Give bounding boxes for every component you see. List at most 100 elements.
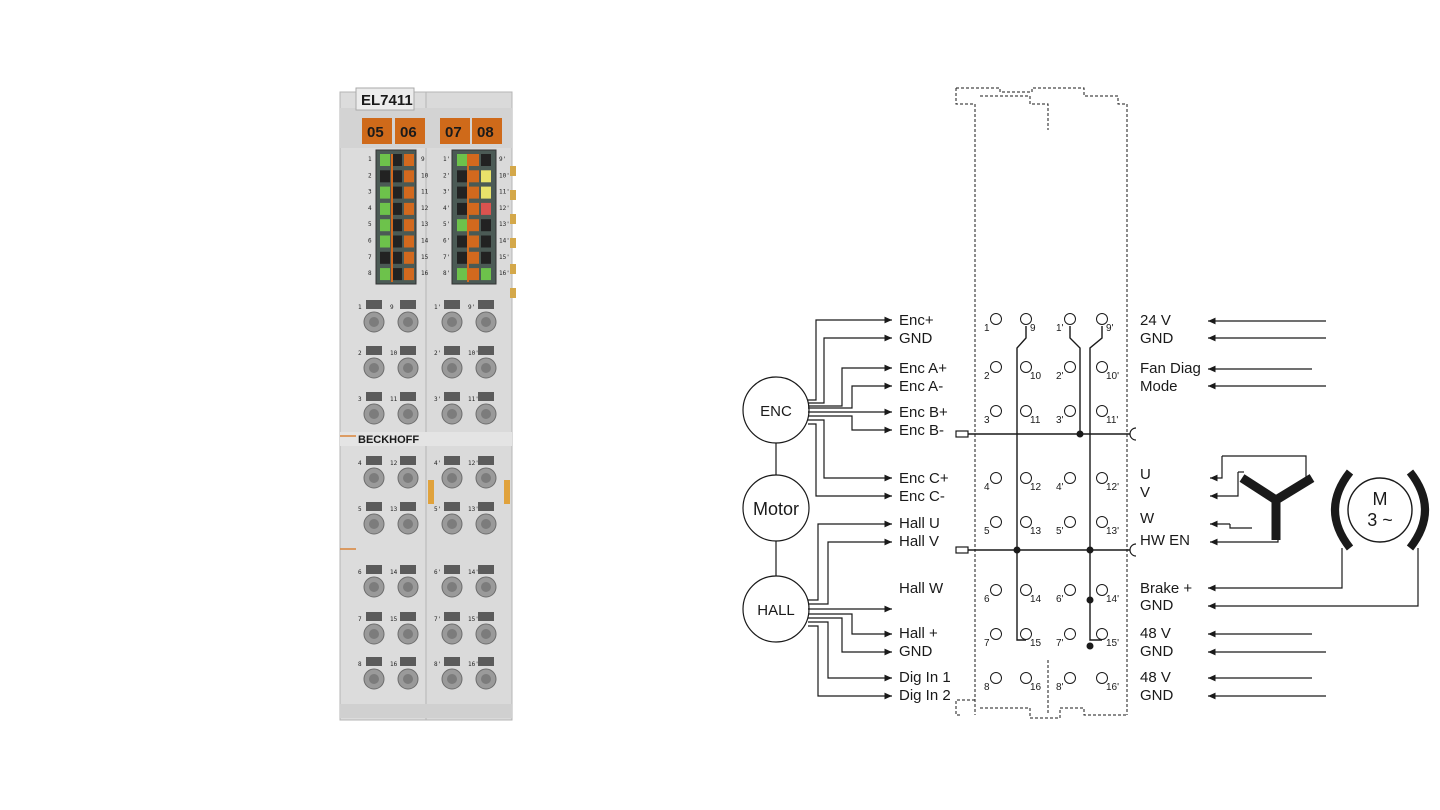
- right-signal-label: 48 V: [1140, 625, 1171, 642]
- spring-slot: [400, 346, 416, 355]
- spring-slot: [400, 612, 416, 621]
- status-led: [469, 251, 479, 264]
- status-led: [404, 154, 414, 166]
- status-led: [404, 251, 414, 264]
- status-led: [457, 170, 467, 183]
- terminal-label: 8': [434, 661, 441, 668]
- right-signal-label: Fan Diag: [1140, 360, 1201, 377]
- screw-terminal-core: [481, 473, 491, 483]
- spring-slot: [366, 612, 382, 621]
- left-signal-label: Hall V: [899, 533, 939, 550]
- status-led: [404, 235, 414, 248]
- spring-slot: [444, 565, 460, 574]
- status-led: [380, 268, 390, 281]
- spring-slot: [478, 392, 494, 401]
- status-led: [404, 268, 414, 281]
- led-number: 13: [421, 221, 429, 228]
- bus-lines: [968, 326, 1130, 641]
- left-signal-label: Enc C-: [899, 488, 945, 505]
- status-led: [392, 235, 402, 248]
- terminal-label: 15': [468, 616, 479, 623]
- left-signal-label: Hall +: [899, 625, 938, 642]
- terminal-point: [1096, 672, 1108, 684]
- terminal-label: 9': [468, 304, 475, 311]
- spring-slot: [366, 565, 382, 574]
- status-led: [469, 170, 479, 183]
- right-signal-label: 48 V: [1140, 669, 1171, 686]
- terminal-number: 4': [1056, 482, 1064, 493]
- terminal-label: 10': [468, 350, 479, 357]
- side-contacts: [428, 166, 516, 504]
- led-band: [391, 154, 393, 282]
- led-number: 15': [499, 254, 510, 261]
- terminal-number: 13': [1106, 526, 1119, 537]
- status-led: [392, 170, 402, 183]
- module-outline: [955, 87, 1128, 719]
- right-signal-label: GND: [1140, 597, 1174, 614]
- terminal-number: 9: [1030, 323, 1036, 334]
- led-number: 15: [421, 254, 429, 261]
- led-number: 6': [443, 238, 450, 245]
- terminal-point: [1064, 472, 1076, 484]
- led-number: 11': [499, 189, 510, 196]
- screw-terminal-core: [447, 317, 457, 327]
- led-number: 11: [421, 189, 429, 196]
- terminal-circles: [990, 313, 1108, 684]
- status-led: [380, 235, 390, 248]
- screw-terminal-core: [403, 582, 413, 592]
- left-signal-label: GND: [899, 330, 933, 347]
- right-signal-label: W: [1140, 510, 1155, 527]
- screw-terminal-core: [403, 473, 413, 483]
- spring-slot: [366, 300, 382, 309]
- terminal-label: 14: [390, 569, 398, 576]
- module-tabs: 05 06 07 08: [362, 118, 502, 144]
- terminal-label: 5: [358, 506, 362, 513]
- module-model-label: EL7411: [361, 92, 413, 109]
- terminal-point: [1020, 584, 1032, 596]
- terminal-label: 13': [468, 506, 479, 513]
- spring-slot: [478, 300, 494, 309]
- terminal-point: [1020, 361, 1032, 373]
- led-window-left: [375, 149, 417, 285]
- spring-slot: [478, 612, 494, 621]
- terminal-label: 2: [358, 350, 362, 357]
- module-brand-label: BECKHOFF: [358, 434, 419, 446]
- enc-label: ENC: [760, 403, 792, 420]
- shield-stub-left-top: [955, 430, 969, 438]
- right-signal-label: GND: [1140, 330, 1174, 347]
- status-led: [457, 268, 467, 281]
- screw-terminal-core: [369, 317, 379, 327]
- terminal-label: 6': [434, 569, 441, 576]
- terminal-label: 12': [468, 460, 479, 467]
- status-led: [404, 219, 414, 232]
- left-signal-label: Dig In 2: [899, 687, 951, 704]
- terminal-point: [1096, 516, 1108, 528]
- left-signal-label: Enc A+: [899, 360, 947, 377]
- status-led: [380, 154, 390, 166]
- status-led: [392, 186, 402, 199]
- terminal-number: 15': [1106, 638, 1119, 649]
- supply-arrows: [1208, 317, 1326, 700]
- status-led: [481, 219, 491, 232]
- status-led: [469, 235, 479, 248]
- spring-slot: [366, 502, 382, 511]
- terminal-point: [1096, 472, 1108, 484]
- led-number: 9': [499, 156, 506, 163]
- terminal-number: 8: [984, 682, 990, 693]
- spring-slot: [478, 565, 494, 574]
- hall-label: HALL: [757, 602, 795, 619]
- screw-terminal-core: [447, 409, 457, 419]
- terminal-point: [1096, 584, 1108, 596]
- right-signal-label: 24 V: [1140, 312, 1171, 329]
- status-led: [392, 202, 402, 215]
- terminal-number: 2': [1056, 371, 1064, 382]
- terminal-label: 11': [468, 396, 479, 403]
- tab-06: 06: [400, 124, 417, 141]
- right-signal-label: GND: [1140, 687, 1174, 704]
- terminal-point: [1064, 584, 1076, 596]
- terminal-label: 3: [358, 396, 362, 403]
- screw-terminal-core: [447, 629, 457, 639]
- spring-slot: [444, 346, 460, 355]
